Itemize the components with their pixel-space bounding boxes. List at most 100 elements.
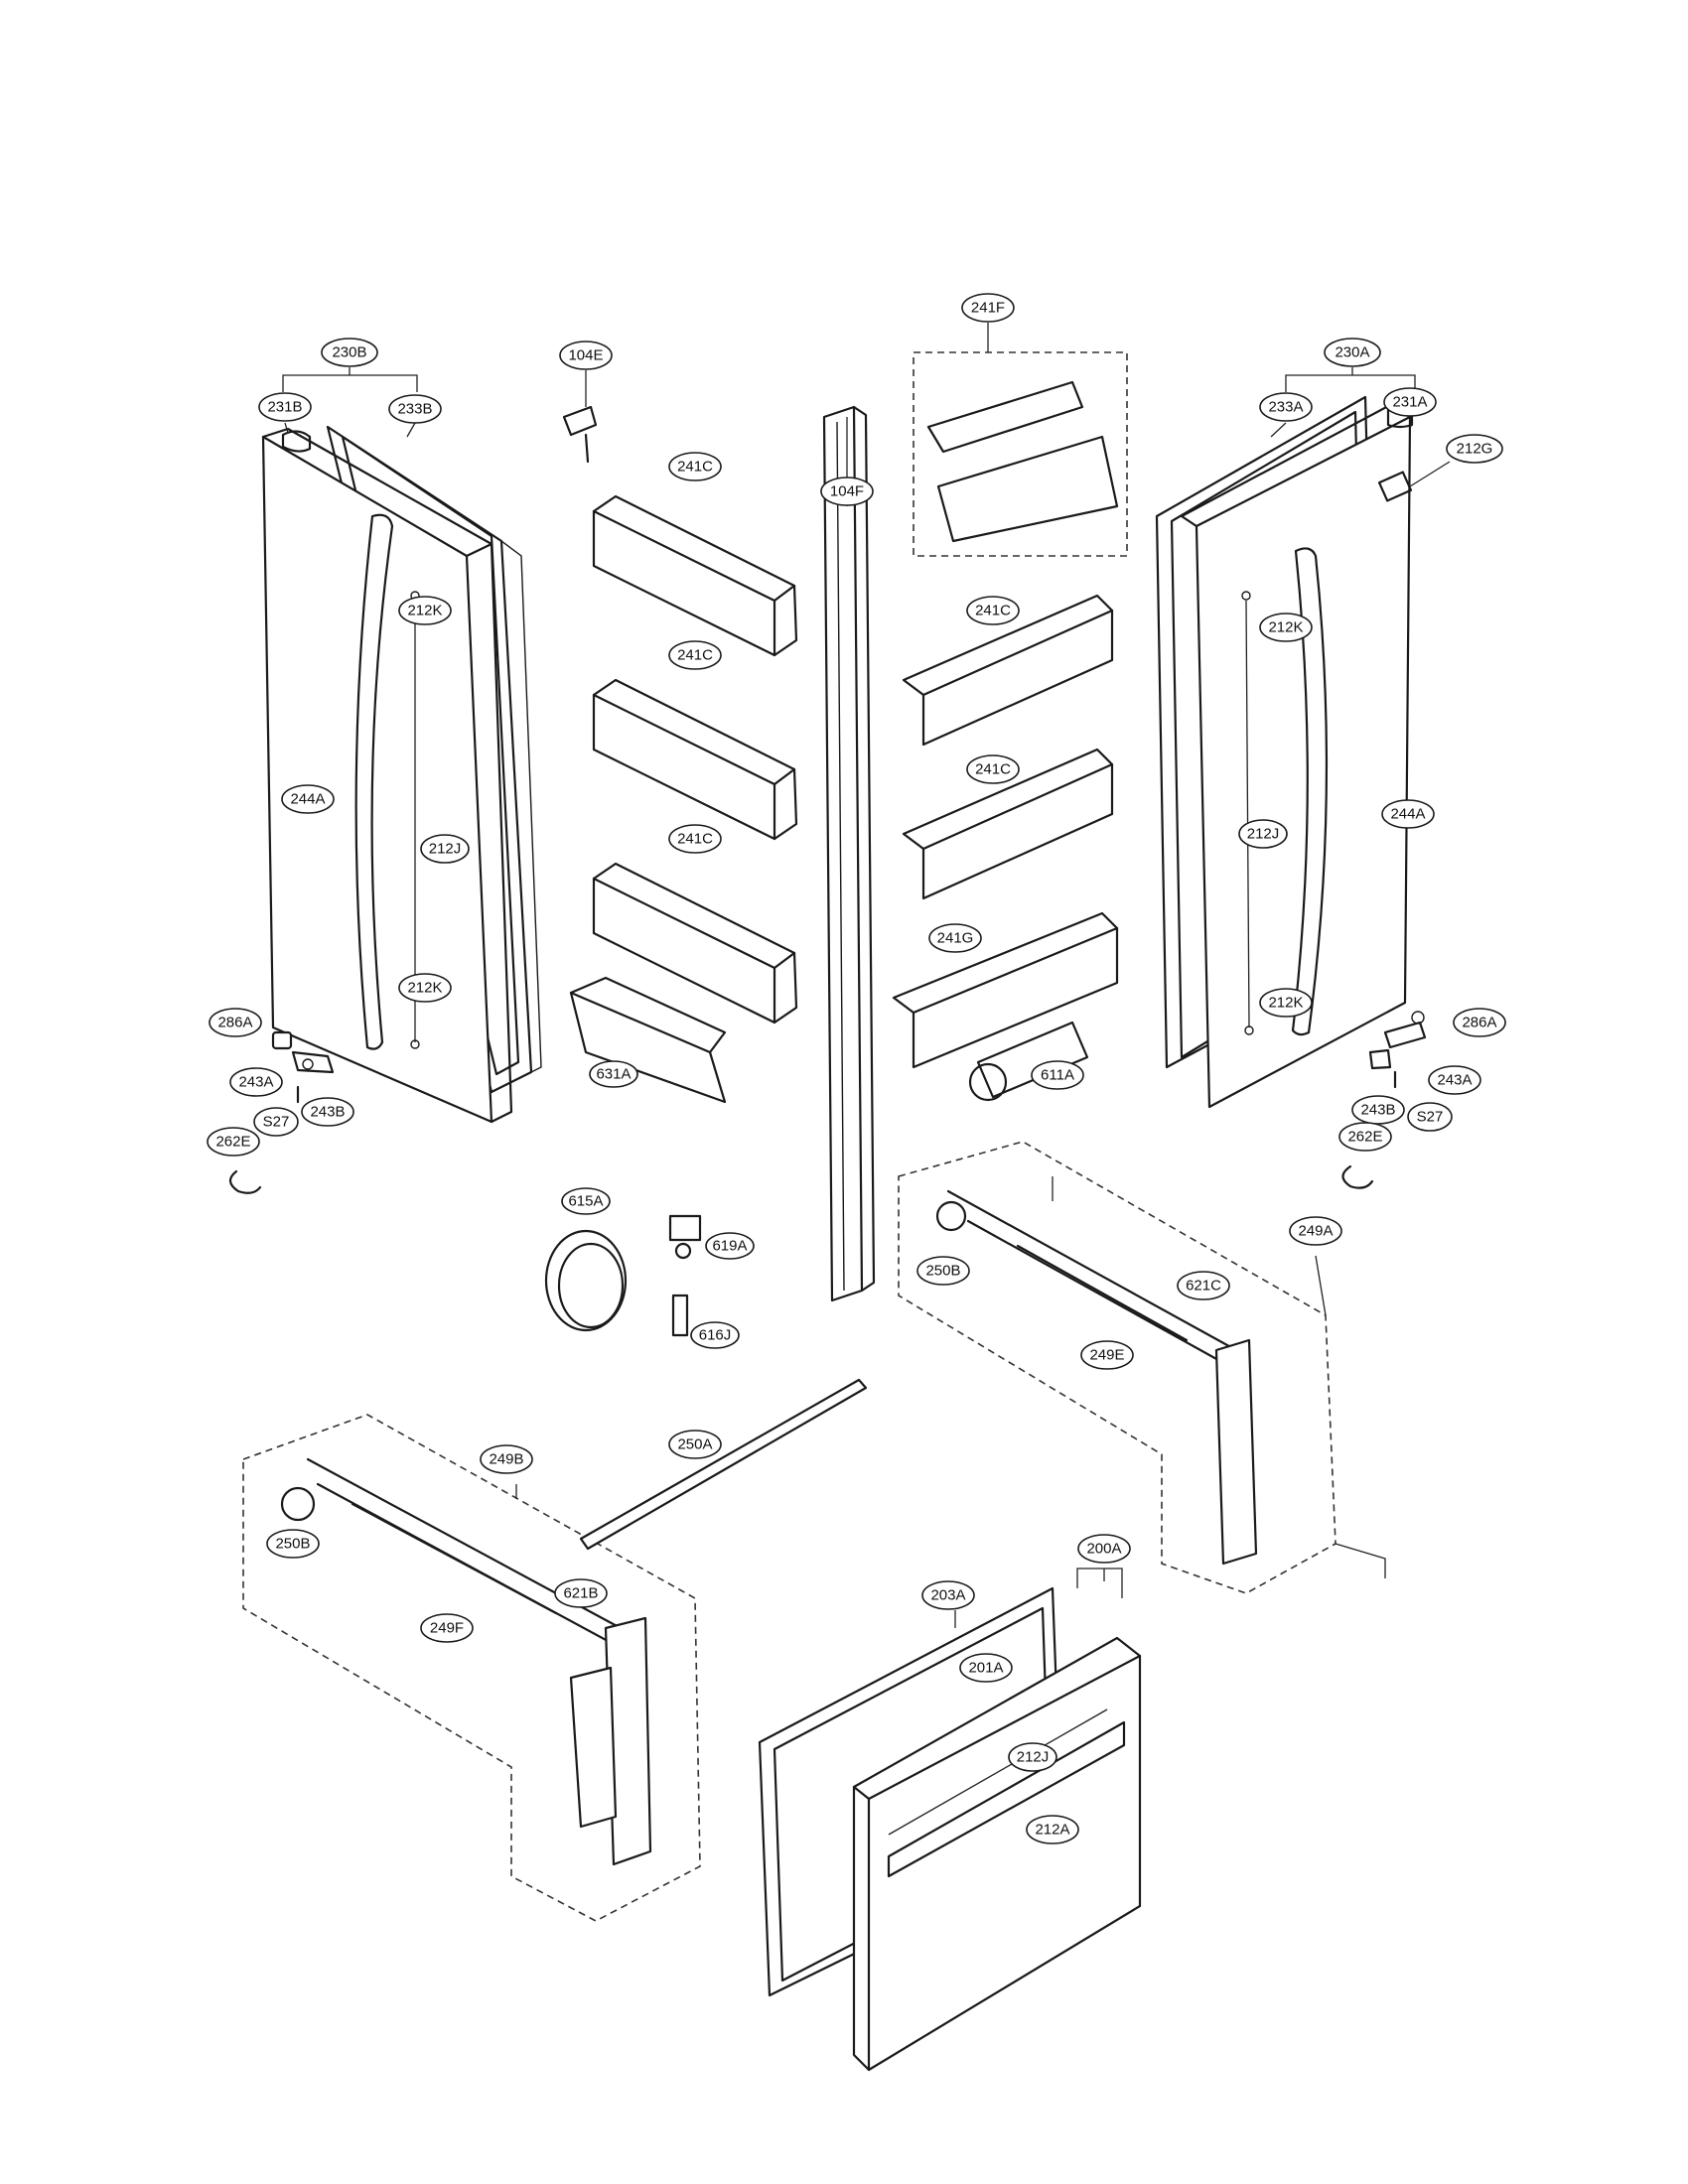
label-249A: 249A	[1289, 1216, 1342, 1246]
svg-text:200A: 200A	[1086, 1541, 1121, 1558]
svg-text:201A: 201A	[968, 1660, 1003, 1677]
svg-text:212A: 212A	[1035, 1822, 1069, 1839]
svg-text:231B: 231B	[267, 399, 302, 416]
label-212K-1: 212K	[398, 596, 452, 625]
part-615A-tubing	[544, 1229, 628, 1332]
label-249F: 249F	[420, 1613, 474, 1643]
label-241F: 241F	[961, 293, 1015, 323]
label-615A: 615A	[561, 1187, 611, 1215]
svg-text:241C: 241C	[975, 603, 1011, 619]
bin-241G-right	[892, 911, 1119, 1069]
svg-text:241C: 241C	[677, 831, 713, 848]
right-door-hinge-parts	[1341, 1011, 1427, 1189]
label-243A-1: 243A	[229, 1067, 283, 1097]
svg-text:212G: 212G	[1457, 441, 1493, 458]
part-631A-tray	[569, 976, 727, 1104]
svg-text:243A: 243A	[1437, 1072, 1472, 1089]
svg-text:212K: 212K	[1268, 619, 1303, 636]
label-250A: 250A	[668, 1430, 722, 1459]
svg-text:233B: 233B	[397, 401, 432, 418]
svg-text:212J: 212J	[429, 841, 462, 858]
label-286A-2: 286A	[1453, 1008, 1506, 1037]
left-rail-assembly	[280, 1457, 652, 1866]
svg-text:286A: 286A	[217, 1015, 252, 1031]
part-616J-fitting	[671, 1294, 689, 1337]
label-616J: 616J	[690, 1321, 740, 1349]
part-619A-valve	[668, 1214, 702, 1260]
svg-text:241G: 241G	[937, 930, 974, 947]
label-243B-1: 243B	[301, 1097, 354, 1127]
label-243A-2: 243A	[1428, 1065, 1481, 1095]
label-244A-2: 244A	[1381, 799, 1435, 829]
label-231B: 231B	[258, 392, 312, 422]
label-262E-2: 262E	[1338, 1122, 1392, 1152]
label-619A: 619A	[705, 1232, 755, 1260]
svg-text:621C: 621C	[1186, 1278, 1221, 1295]
svg-text:104F: 104F	[830, 483, 864, 500]
part-250A-strip	[579, 1378, 868, 1551]
svg-text:249E: 249E	[1089, 1347, 1124, 1364]
label-212K-3: 212K	[1259, 613, 1313, 642]
part-201A-drawer-front	[852, 1636, 1142, 2072]
label-S27-2: S27	[1407, 1102, 1453, 1132]
label-241C-1: 241C	[668, 452, 722, 481]
bin-241C-right-2	[902, 748, 1114, 900]
svg-text:249F: 249F	[430, 1620, 464, 1637]
svg-text:250B: 250B	[275, 1536, 310, 1553]
label-241C-5: 241C	[966, 754, 1020, 784]
svg-text:212K: 212K	[1268, 995, 1303, 1012]
label-230B: 230B	[321, 338, 378, 367]
svg-text:611A: 611A	[1041, 1067, 1074, 1084]
label-262E-1: 262E	[207, 1127, 260, 1157]
svg-text:243A: 243A	[238, 1074, 273, 1091]
svg-text:104E: 104E	[568, 347, 603, 364]
label-249E: 249E	[1080, 1340, 1134, 1370]
label-241C-4: 241C	[966, 596, 1020, 625]
svg-text:615A: 615A	[568, 1193, 603, 1210]
bin-241C-right-1	[902, 594, 1114, 747]
label-611A: 611A	[1031, 1060, 1084, 1090]
svg-text:S27: S27	[263, 1114, 290, 1131]
svg-text:262E: 262E	[1347, 1129, 1382, 1146]
svg-text:616J: 616J	[699, 1327, 732, 1344]
label-200A: 200A	[1077, 1534, 1131, 1564]
label-230A: 230A	[1324, 338, 1381, 367]
svg-text:230A: 230A	[1335, 344, 1369, 361]
label-212J-1: 212J	[420, 834, 470, 864]
part-104E-bracket	[562, 405, 598, 464]
bin-241C-left-1	[592, 494, 798, 657]
svg-text:244A: 244A	[290, 791, 325, 808]
svg-text:243B: 243B	[1360, 1102, 1395, 1119]
bin-241C-left-2	[592, 678, 798, 841]
label-212J-3: 212J	[1008, 1742, 1057, 1772]
label-250B-2: 250B	[266, 1529, 320, 1559]
label-212K-4: 212K	[1259, 988, 1313, 1018]
right-rail-assembly	[935, 1189, 1258, 1566]
left-door-hinge-parts	[228, 1030, 335, 1194]
svg-text:262E: 262E	[215, 1134, 250, 1151]
svg-text:621B: 621B	[563, 1585, 598, 1602]
label-212J-2: 212J	[1238, 819, 1288, 849]
svg-text:250A: 250A	[677, 1436, 712, 1453]
label-244A-1: 244A	[281, 784, 335, 814]
label-243B-2: 243B	[1351, 1095, 1405, 1125]
part-241F-box	[913, 351, 1128, 557]
svg-text:212K: 212K	[407, 980, 442, 997]
bin-241C-left-3	[592, 862, 798, 1024]
svg-text:241C: 241C	[677, 647, 713, 664]
label-241C-2: 241C	[668, 640, 722, 670]
label-231A: 231A	[1383, 387, 1437, 417]
label-S27-1: S27	[253, 1107, 299, 1137]
svg-text:250B: 250B	[925, 1263, 960, 1280]
svg-text:212J: 212J	[1017, 1749, 1050, 1766]
svg-text:286A: 286A	[1462, 1015, 1496, 1031]
labels: 230B 231B 233B 104E 241F 230A 233A 231A …	[207, 293, 1506, 1844]
label-201A: 201A	[959, 1653, 1013, 1683]
left-door-handle	[354, 513, 394, 1050]
label-249B: 249B	[480, 1444, 533, 1474]
svg-text:241C: 241C	[677, 459, 713, 476]
svg-text:233A: 233A	[1268, 399, 1303, 416]
label-233A: 233A	[1259, 392, 1313, 422]
part-249B-region	[242, 1414, 701, 1922]
